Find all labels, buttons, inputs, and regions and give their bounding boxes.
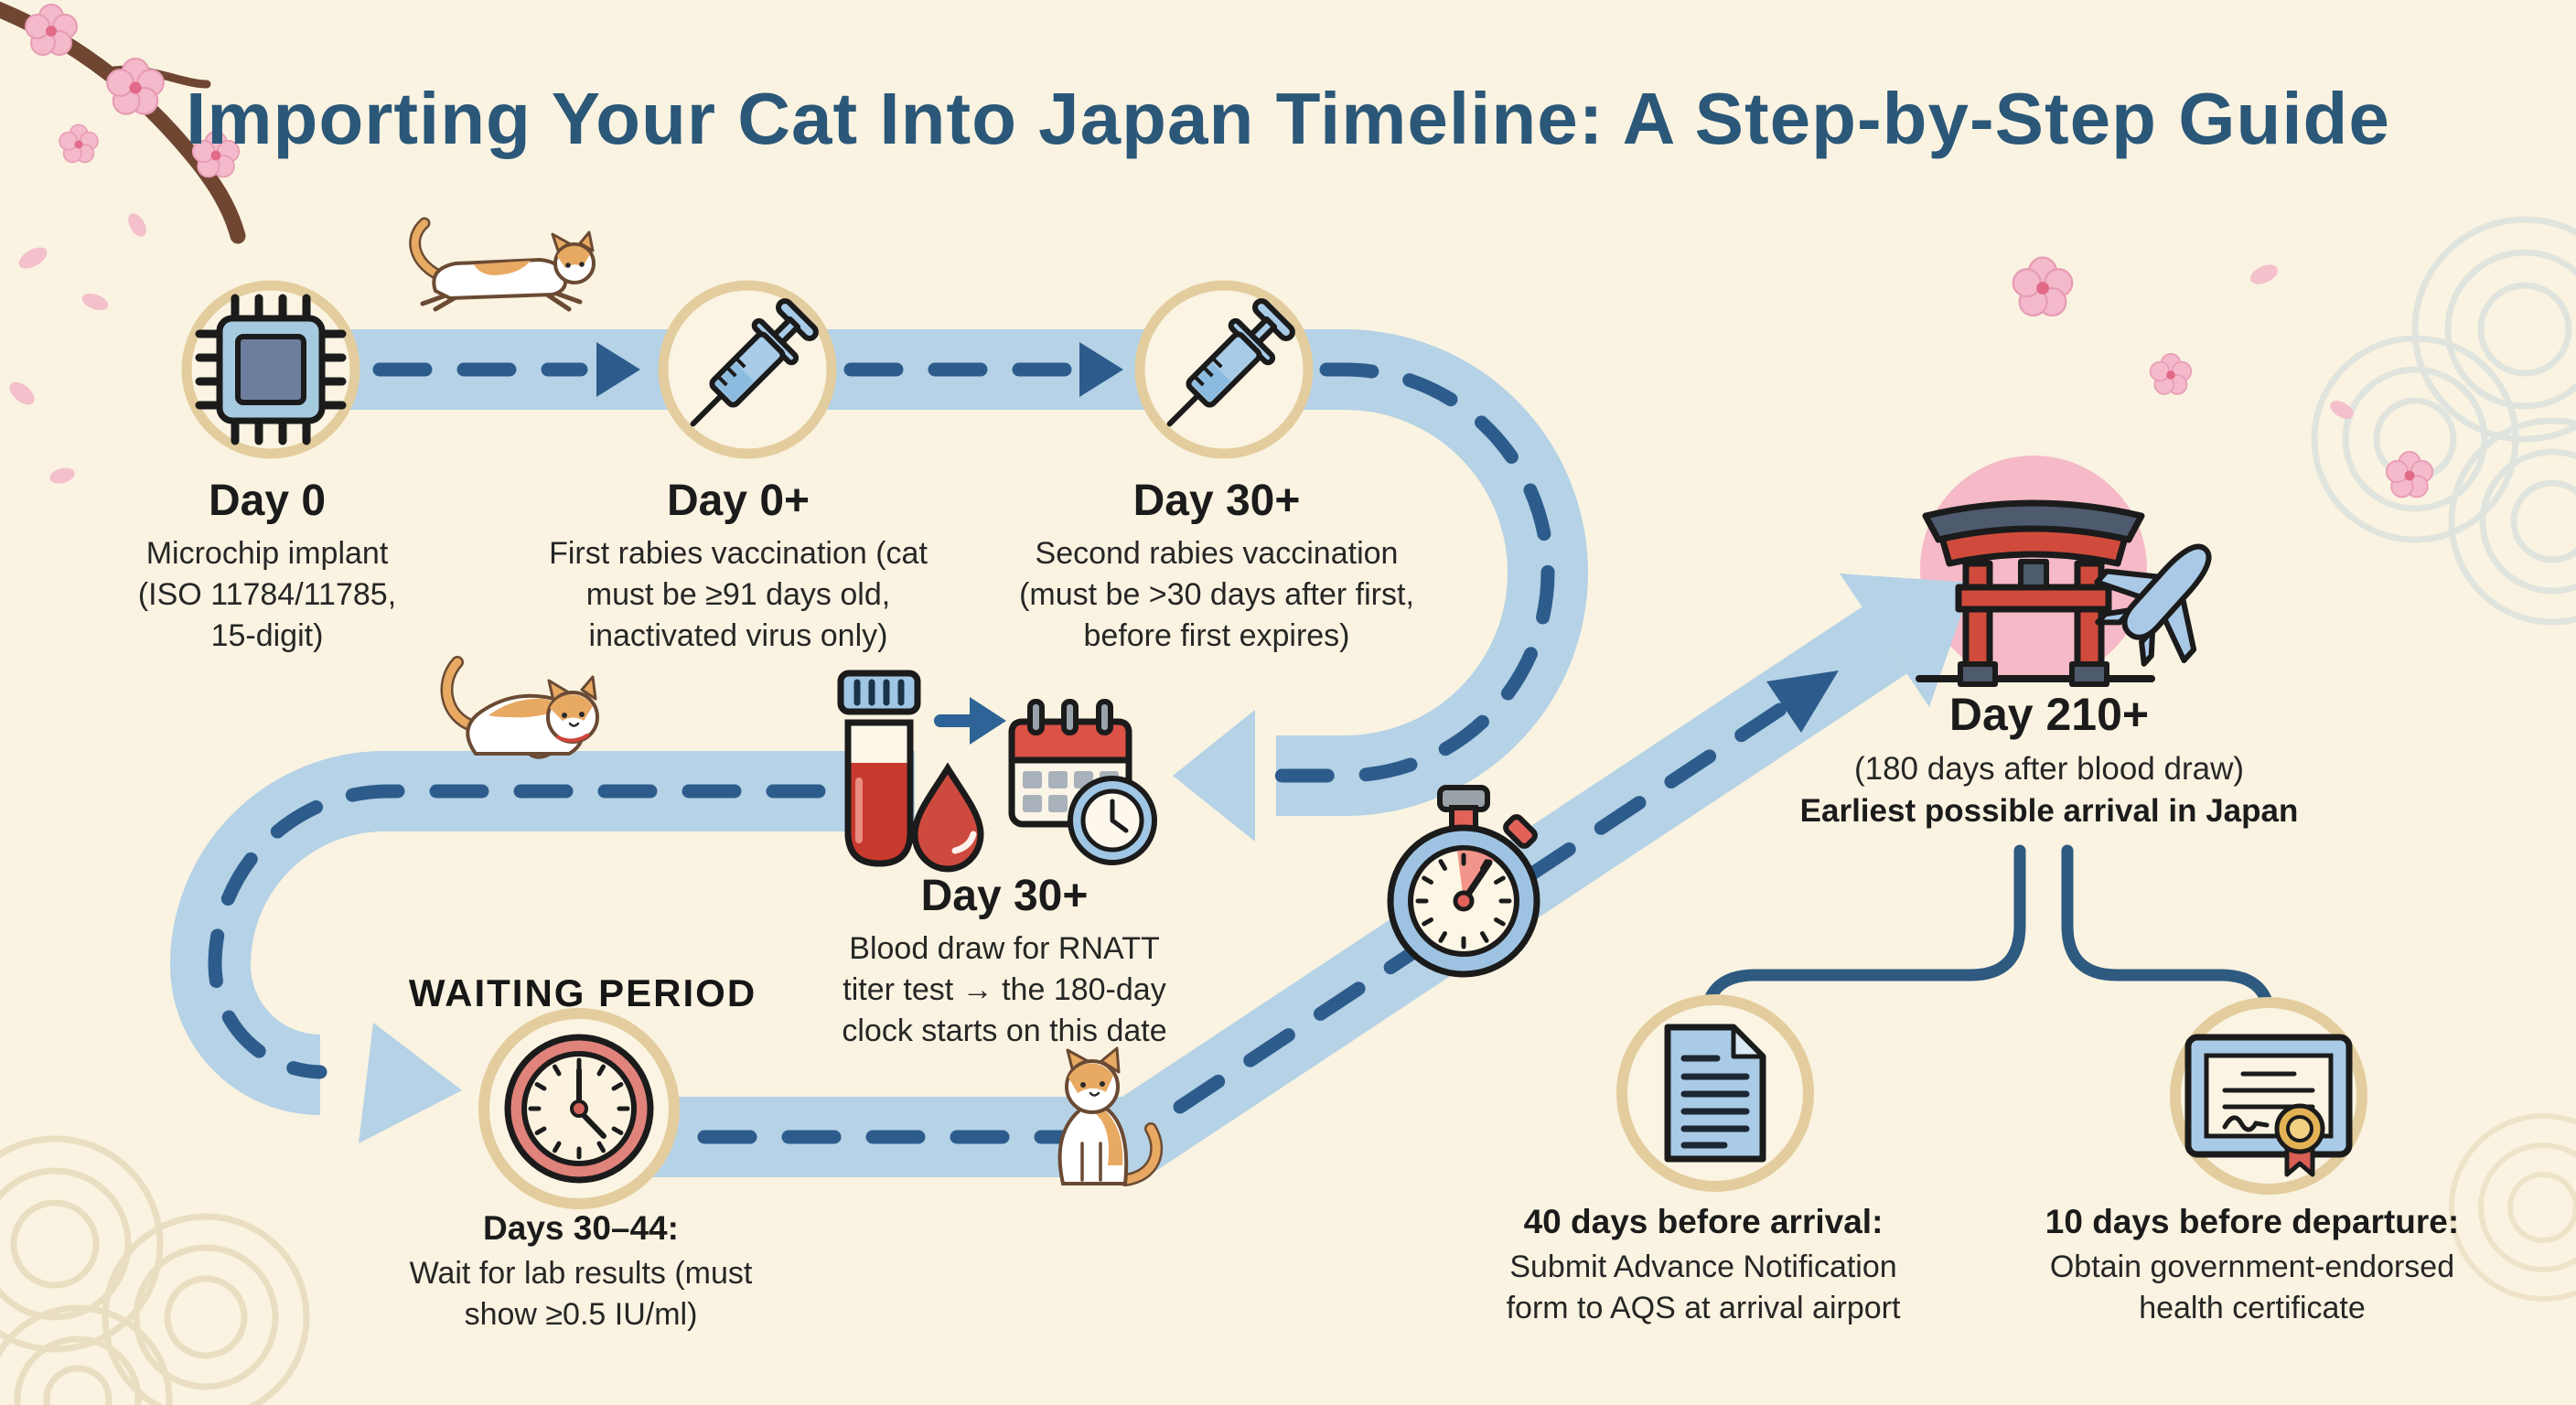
step-body: First rabies vaccination (cat must be ≥9…	[549, 536, 928, 653]
wave-pattern	[2449, 1113, 2576, 1302]
step-heading: Day 30+	[920, 872, 1089, 920]
clock-icon	[478, 1008, 680, 1209]
cat-illustration	[409, 217, 596, 312]
step-microchip: Day 0 Microchip implant (ISO 11784/11785…	[112, 476, 423, 657]
wave-pattern	[2311, 216, 2576, 626]
cat-illustration	[1057, 1046, 1164, 1186]
step-body: Submit Advance Notification form to AQS …	[1506, 1249, 1901, 1325]
syringe-icon	[1134, 280, 1314, 459]
step-heading: Days 30–44:	[483, 1209, 679, 1247]
waiting-period-label: WAITING PERIOD	[408, 971, 757, 1014]
step-heading: 10 days before departure:	[2045, 1203, 2460, 1240]
mini-clock-icon	[1068, 776, 1157, 865]
syringe-icon	[658, 280, 837, 459]
step-heading: Day 0	[208, 477, 327, 525]
step-body: Obtain government-endorsed health certif…	[2049, 1249, 2455, 1325]
torii-gate-icon	[1922, 499, 2145, 687]
stopwatch-icon	[1387, 785, 1540, 978]
step-heading: Day 30+	[1132, 477, 1301, 525]
wave-pattern	[0, 1135, 310, 1405]
step-heading: Day 210+	[1948, 689, 2150, 740]
blood-vial-icon	[837, 670, 921, 867]
microchip-icon	[181, 280, 360, 459]
step-body: Microchip implant (ISO 11784/11785, 15-d…	[137, 536, 397, 653]
step-waiting: Days 30–44: Wait for lab results (must s…	[402, 1209, 759, 1335]
step-blood-draw: Day 30+ Blood draw for RNATT titer test …	[835, 871, 1174, 1052]
step-body: Blood draw for RNATT titer test → the 18…	[842, 931, 1167, 1048]
cherry-blossom-icon	[2012, 256, 2434, 499]
airplane-icon	[2094, 543, 2212, 667]
step-heading: Day 0+	[666, 477, 810, 525]
step-subtext: (180 days after blood draw)	[1853, 751, 2245, 787]
certificate-icon	[2170, 997, 2367, 1195]
cherry-blossom-icon	[25, 4, 241, 178]
petal-icon	[9, 213, 2354, 484]
page-title: Importing Your Cat Into Japan Timeline: …	[186, 78, 2390, 159]
small-arrow-icon	[934, 697, 1006, 745]
step-health-certificate: 10 days before departure: Obtain governm…	[2033, 1203, 2472, 1329]
step-emphasis: Earliest possible arrival in Japan	[1799, 792, 2299, 829]
step-heading: 40 days before arrival:	[1523, 1203, 1884, 1240]
band-arrowheads	[359, 574, 1972, 1143]
cat-illustration	[440, 656, 599, 759]
step-advance-notification: 40 days before arrival: Submit Advance N…	[1475, 1203, 1932, 1329]
dashed-arrowheads	[596, 342, 1839, 733]
step-second-vaccination: Day 30+ Second rabies vaccination (must …	[1015, 476, 1418, 657]
document-icon	[1616, 994, 1814, 1192]
step-body: Second rabies vaccination (must be >30 d…	[1019, 536, 1414, 653]
step-arrival: Day 210+ (180 days after blood draw) Ear…	[1756, 688, 2342, 831]
step-body: Wait for lab results (must show ≥0.5 IU/…	[409, 1256, 753, 1332]
blood-drop-icon	[911, 762, 984, 873]
step-first-vaccination: Day 0+ First rabies vaccination (cat mus…	[537, 476, 939, 657]
